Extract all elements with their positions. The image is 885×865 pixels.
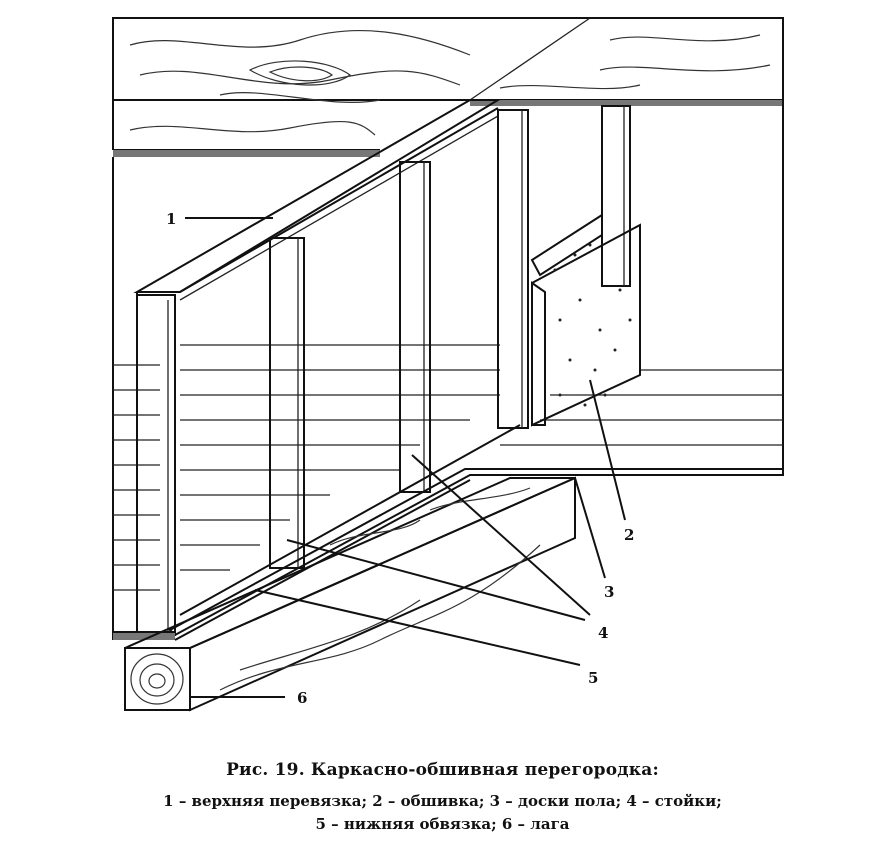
callout-2: 2 — [624, 526, 634, 544]
sheathing — [530, 213, 641, 427]
leader-lines — [185, 217, 626, 698]
partition-diagram: 1 2 3 4 5 6 — [112, 17, 784, 712]
callout-5: 5 — [588, 669, 598, 687]
floor-and-bottom-plate — [113, 424, 784, 641]
legend-line-1: 1 – верхняя перевязка; 2 – обшивка; 3 – … — [163, 792, 722, 810]
figure-caption: Рис. 19. Каркасно-обшивная перегородка: … — [0, 760, 885, 836]
callout-6: 6 — [297, 689, 307, 707]
top-plate — [133, 99, 502, 301]
caption-legend: 1 – верхняя перевязка; 2 – обшивка; 3 – … — [0, 790, 885, 836]
caption-title: Рис. 19. Каркасно-обшивная перегородка: — [226, 760, 659, 780]
ceiling-slab — [112, 17, 784, 157]
back-wall — [112, 100, 784, 640]
callout-1: 1 — [166, 210, 176, 228]
studs — [136, 105, 631, 636]
callout-4: 4 — [598, 624, 608, 642]
callout-3: 3 — [604, 583, 614, 601]
joist — [124, 476, 576, 712]
legend-line-2: 5 – нижняя обвязка; 6 – лага — [315, 815, 570, 833]
